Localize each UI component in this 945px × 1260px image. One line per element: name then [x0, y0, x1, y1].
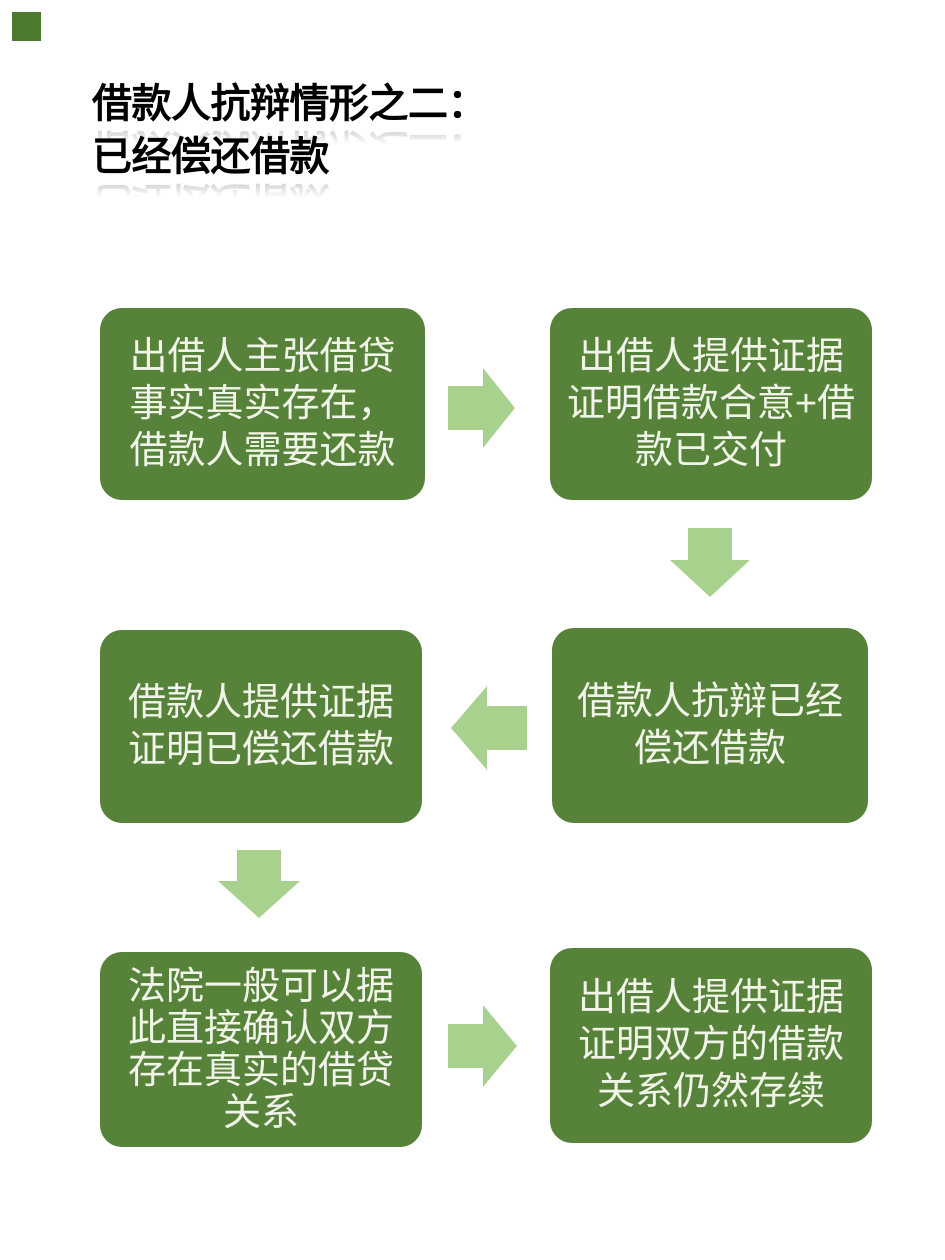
corner-square-decoration	[12, 12, 41, 41]
arrow-down-icon	[218, 850, 300, 918]
flow-box-text-line: 存在真实的借贷	[127, 1049, 394, 1092]
flow-box-text-line: 出借人主张借贷	[129, 335, 396, 378]
page-title-line-1: 借款人抗辩情形之二：	[92, 82, 488, 126]
flow-box-lender-proves-relationship-continues: 出借人提供证据 证明双方的借款 关系仍然存续	[550, 948, 872, 1143]
flow-box-text-line: 此直接确认双方	[127, 1007, 394, 1050]
flow-box-text-line: 款已交付	[634, 429, 787, 472]
flow-box-lender-provides-evidence: 出借人提供证据 证明借款合意+借 款已交付	[550, 308, 872, 500]
flow-box-text-line: 借款人需要还款	[129, 429, 396, 472]
flow-box-text-line: 事实真实存在，	[129, 382, 396, 425]
flow-box-text-line: 借款人抗辩已经	[576, 680, 843, 723]
flow-box-text-line: 偿还借款	[633, 727, 786, 770]
page-title: 借款人抗辩情形之二： 已经偿还借款	[92, 78, 488, 184]
flow-box-lender-claims-debt: 出借人主张借贷 事实真实存在， 借款人需要还款	[100, 308, 425, 500]
flow-box-borrower-provides-evidence: 借款人提供证据 证明已偿还借款	[100, 630, 422, 823]
arrow-left-icon	[451, 686, 527, 770]
flow-box-text-line: 出借人提供证据	[577, 335, 844, 378]
flow-box-text-line: 证明双方的借款	[577, 1024, 844, 1066]
flow-box-text-line: 借款人提供证据	[127, 681, 394, 724]
arrow-right-icon	[448, 1005, 517, 1087]
page-title-line-2: 已经偿还借款	[92, 135, 330, 179]
flow-box-borrower-defense-repaid: 借款人抗辩已经 偿还借款	[552, 628, 868, 823]
flow-box-text-line: 法院一般可以据	[127, 965, 394, 1008]
flow-box-text-line: 证明已偿还借款	[127, 728, 394, 771]
arrow-down-icon	[670, 528, 750, 597]
flow-box-text-line: 关系	[222, 1091, 299, 1134]
flow-box-text-line: 证明借款合意+借	[566, 382, 856, 425]
flow-box-court-confirms-relationship: 法院一般可以据 此直接确认双方 存在真实的借贷 关系	[100, 952, 422, 1147]
flow-box-text-line: 关系仍然存续	[596, 1071, 825, 1113]
flow-box-text-line: 出借人提供证据	[577, 977, 844, 1019]
arrow-right-icon	[448, 368, 515, 448]
